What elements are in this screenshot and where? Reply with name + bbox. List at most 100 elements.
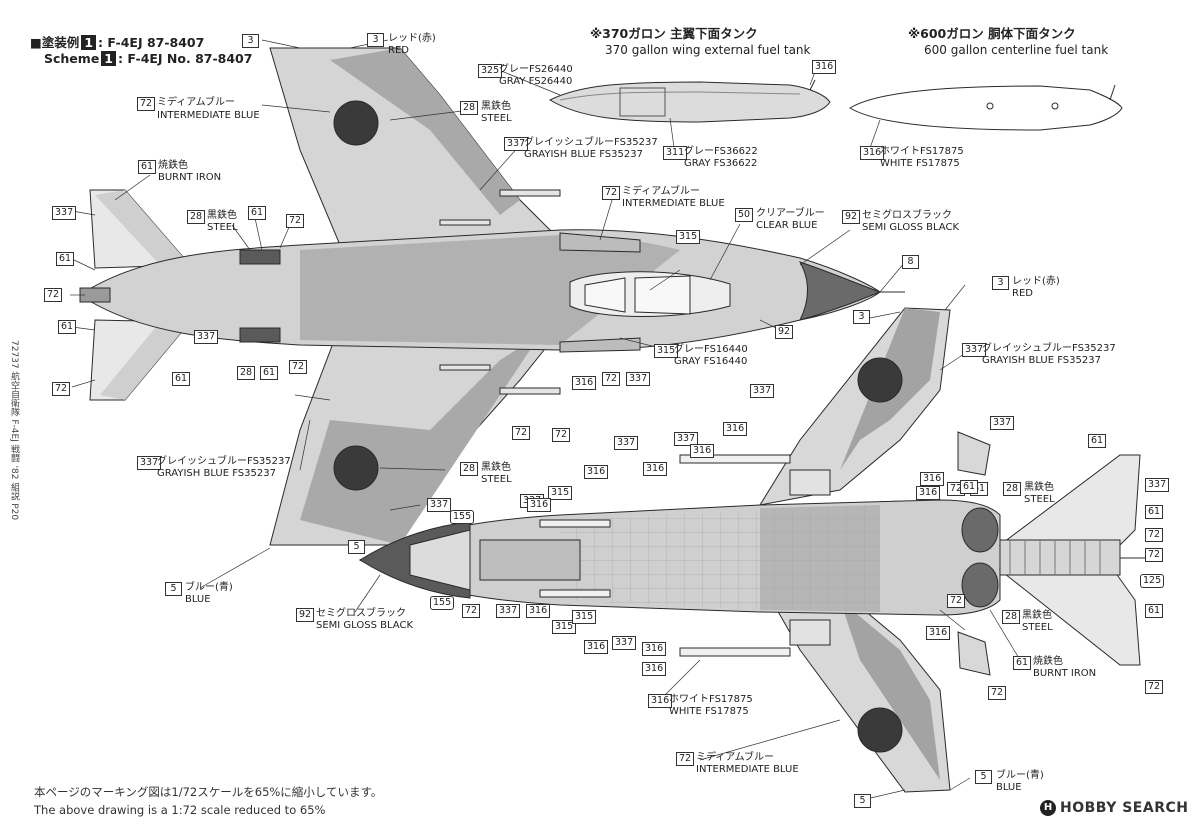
- paint-number: 316: [648, 694, 673, 708]
- callout-jp: 黒鉄色: [1024, 482, 1054, 493]
- paint-badge: 61: [260, 366, 279, 380]
- paint-badge: 72: [947, 594, 966, 608]
- paint-number: 28: [460, 101, 479, 115]
- paint-badge: 337: [990, 416, 1015, 430]
- callout-en: RED: [1012, 288, 1033, 299]
- scheme-label-jp: ■塗装例: [30, 35, 80, 50]
- paint-number: 5: [975, 770, 992, 784]
- callout-en: GRAY FS26440: [499, 76, 573, 87]
- paint-badge: 72: [1145, 528, 1164, 542]
- paint-badge: 61: [56, 252, 75, 266]
- callout-jp: 黒鉄色: [481, 101, 511, 112]
- paint-badge: 316: [926, 626, 951, 640]
- tank-600: [849, 84, 1123, 131]
- paint-badge: 337: [1145, 478, 1170, 492]
- bottom-roundel-upper: [857, 357, 903, 403]
- callout-en: SEMI GLOSS BLACK: [862, 222, 959, 233]
- callout-en: STEEL: [207, 222, 238, 233]
- callout-en: GRAY FS36622: [684, 158, 758, 169]
- paint-badge: 316: [584, 640, 609, 654]
- paint-badge: 337: [496, 604, 521, 618]
- paint-number: 92: [296, 608, 315, 622]
- paint-badge: 72: [286, 214, 305, 228]
- detail-part-upper: [957, 431, 991, 476]
- callout-jp: セミグロスブラック: [316, 608, 406, 619]
- bottom-stabilizer-lower: [998, 564, 1141, 666]
- paint-badge: 61: [1145, 604, 1164, 618]
- paint-number: 50: [735, 208, 754, 222]
- paint-number: 28: [187, 210, 206, 224]
- paint-badge: 316: [916, 486, 941, 500]
- paint-number: 311: [663, 146, 688, 160]
- paint-badge: 72: [52, 382, 71, 396]
- callout-jp: グレイッシュブルーFS35237: [157, 456, 291, 467]
- callout-en: INTERMEDIATE BLUE: [157, 110, 260, 121]
- paint-number: 337: [504, 137, 529, 151]
- callout-jp: ミディアムブルー: [157, 97, 235, 108]
- callout-en: BLUE: [996, 782, 1022, 793]
- callout-en: STEEL: [481, 113, 512, 124]
- scale-note-jp: 本ページのマーキング図は1/72スケールを65%に縮小しています。: [34, 785, 383, 799]
- callout-en: BURNT IRON: [158, 172, 222, 183]
- paint-badge: 155: [450, 510, 475, 524]
- paint-badge: 316: [812, 60, 837, 74]
- paint-badge: 72: [512, 426, 531, 440]
- scheme-model-jp: : F-4EJ 87-8407: [98, 35, 205, 50]
- callout-en: STEEL: [1022, 622, 1053, 633]
- bottom-view-aircraft: [358, 307, 1150, 793]
- tank600-title-jp: ※600ガロン 胴体下面タンク: [908, 26, 1076, 41]
- paint-badge: 337: [626, 372, 651, 386]
- paint-number: 315: [654, 344, 679, 358]
- watermark-logo-icon: H: [1040, 800, 1056, 816]
- paint-badge: 61: [1145, 505, 1164, 519]
- paint-number: 72: [602, 186, 621, 200]
- paint-badge: 61: [172, 372, 191, 386]
- paint-badge: 61: [960, 480, 979, 494]
- paint-badge: 72: [602, 372, 621, 386]
- callout-en: WHITE FS17875: [669, 706, 749, 717]
- paint-number: 28: [1002, 610, 1021, 624]
- paint-badge: 316: [723, 422, 748, 436]
- scale-note-en: The above drawing is a 1:72 scale reduce…: [34, 803, 326, 817]
- paint-number: 92: [842, 210, 861, 224]
- scheme-number-badge-en: 1: [101, 51, 116, 66]
- callout-jp: グレイッシュブルーFS35237: [982, 343, 1116, 354]
- callout-en: INTERMEDIATE BLUE: [622, 198, 725, 209]
- paint-badge: 337: [612, 636, 637, 650]
- paint-number: 3: [992, 276, 1009, 290]
- tank600-title-en: 600 gallon centerline fuel tank: [924, 43, 1109, 57]
- paint-badge: 316: [643, 462, 668, 476]
- paint-badge: 315: [572, 610, 597, 624]
- callout-jp: クリアーブルー: [756, 208, 825, 219]
- paint-badge: 316: [642, 642, 667, 656]
- top-roundel-upper: [333, 100, 379, 146]
- callout-jp: 黒鉄色: [207, 210, 237, 221]
- paint-badge: 337: [674, 432, 699, 446]
- paint-badge: 72: [1145, 680, 1164, 694]
- top-nose: [798, 261, 882, 321]
- paint-badge: 337: [194, 330, 219, 344]
- paint-number: 337: [137, 456, 162, 470]
- callout-en: GRAYISH BLUE FS35237: [157, 468, 276, 479]
- side-page-code: 72737 航空自衛隊 F-4EJ 戦闘 '82 組説 P20: [9, 340, 19, 521]
- paint-badge: 155: [430, 596, 455, 610]
- paint-badge: 337: [750, 384, 775, 398]
- paint-badge: 28: [237, 366, 256, 380]
- callout-jp: グレーFS26440: [499, 64, 573, 75]
- paint-badge: 316: [690, 444, 715, 458]
- paint-badge: 72: [44, 288, 63, 302]
- paint-badge: 72: [1145, 548, 1164, 562]
- callout-jp: ミディアムブルー: [622, 186, 700, 197]
- paint-badge: 92: [775, 325, 794, 339]
- scheme-label-en: Scheme: [44, 51, 100, 66]
- detail-part-lower: [957, 631, 991, 676]
- callout-en: GRAY FS16440: [674, 356, 748, 367]
- callout-jp: ホワイトFS17875: [669, 694, 753, 705]
- paint-badge: 316: [572, 376, 597, 390]
- paint-badge: 337: [427, 498, 452, 512]
- callout-jp: グレーFS16440: [674, 344, 748, 355]
- callout-en: GRAYISH BLUE FS35237: [982, 355, 1101, 366]
- callout-en: SEMI GLOSS BLACK: [316, 620, 413, 631]
- paint-badge: 3: [242, 34, 259, 48]
